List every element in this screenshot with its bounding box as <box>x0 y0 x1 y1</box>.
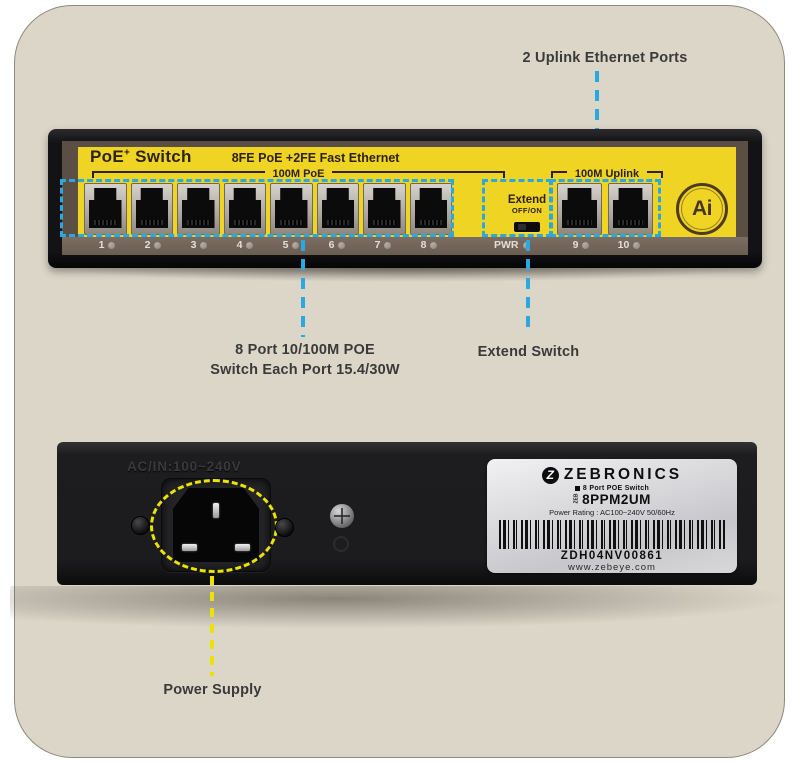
zebronics-logo-icon: Z <box>541 466 559 484</box>
uplink-ports-row <box>557 183 653 235</box>
uplink-port-numbers: 9 10 <box>557 239 653 251</box>
product-row: 8 Port POE Switch <box>487 485 737 492</box>
power-supply-highlight-oval <box>150 479 278 573</box>
extend-highlight-box <box>482 179 552 237</box>
bracket-line <box>332 171 505 179</box>
port-led-icon <box>430 241 438 249</box>
bracket-line <box>92 171 265 179</box>
model-row: ZEB 8PPM2UM <box>487 492 737 507</box>
switch-subtitle: 8FE PoE +2FE Fast Ethernet <box>231 151 400 165</box>
port-led-icon <box>582 241 590 249</box>
poe-ports-row <box>84 183 452 235</box>
port-number: 9 <box>572 239 579 251</box>
front-title-row: PoE+ Switch 8FE PoE +2FE Fast Ethernet <box>90 147 399 167</box>
port-led-icon <box>338 241 346 249</box>
screw-icon <box>131 516 150 535</box>
port-number: 5 <box>282 239 289 251</box>
poe-group-label: 100M PoE <box>272 168 325 180</box>
annotation-line: Switch Each Port 15.4/30W <box>210 362 400 378</box>
port-number: 7 <box>374 239 381 251</box>
port-number-cell: 1 <box>84 239 130 251</box>
annotation-line: 8 Port 10/100M POE <box>235 342 375 358</box>
zeb-mark-icon <box>574 486 580 491</box>
annotation-uplink-ports: 2 Uplink Ethernet Ports <box>522 50 688 66</box>
poe-group-bracket: 100M PoE <box>92 168 505 182</box>
annotation-power-supply: Power Supply <box>163 682 262 698</box>
poe-port-numbers: 1 2 3 4 5 6 7 8 <box>84 239 452 251</box>
barcode <box>499 520 725 549</box>
uplink-group-bracket: 100M Uplink <box>551 168 663 182</box>
ac-rating-marking: AC/IN:100~240V <box>127 459 242 474</box>
annotation-poe-ports: 8 Port 10/100M POE Switch Each Port 15.4… <box>165 340 445 380</box>
screw-icon <box>275 518 294 537</box>
extend-toggle-switch <box>514 222 540 232</box>
rj45-port-8 <box>409 183 452 235</box>
port-number: 8 <box>420 239 427 251</box>
callout-line-power <box>210 576 214 676</box>
model-number: 8PPM2UM <box>582 492 651 507</box>
bracket-line <box>551 171 567 179</box>
port-number-cell: 4 <box>222 239 268 251</box>
uplink-group-label: 100M Uplink <box>574 168 640 180</box>
uplink-ports-highlight-box <box>550 179 661 237</box>
port-number: 4 <box>236 239 243 251</box>
brand-row: Z ZEBRONICS <box>487 466 737 484</box>
callout-line-poe <box>301 240 305 337</box>
rj45-port-1 <box>84 183 127 235</box>
screw-icon <box>330 504 354 528</box>
back-switch-shadow <box>10 586 780 628</box>
port-number: 6 <box>328 239 335 251</box>
front-switch-shadow <box>52 266 758 282</box>
product-name: 8 Port POE Switch <box>582 485 650 492</box>
port-number: 2 <box>144 239 151 251</box>
ai-logo-icon: Ai <box>676 183 728 235</box>
bracket-line <box>647 171 663 179</box>
port-number: 1 <box>98 239 105 251</box>
rj45-port-2 <box>130 183 173 235</box>
poe-ports-highlight-box <box>60 179 454 237</box>
port-number: 10 <box>617 239 630 251</box>
ground-mark-icon <box>333 536 349 552</box>
background-card <box>14 5 785 758</box>
extend-switch-block: Extend OFF/ON <box>497 194 557 232</box>
rj45-port-6 <box>316 183 359 235</box>
extend-onoff-label: OFF/ON <box>511 206 543 215</box>
model-prefix: ZEB <box>573 493 580 503</box>
rj45-port-5 <box>270 183 313 235</box>
switch-title: PoE+ Switch <box>90 147 192 166</box>
rj45-port-7 <box>363 183 406 235</box>
rj45-port-10 <box>608 183 653 235</box>
port-number-cell: 2 <box>130 239 176 251</box>
callout-line-extend <box>526 240 530 335</box>
website-url: www.zebeye.com <box>568 562 656 573</box>
pwr-indicator: PWR <box>494 239 530 251</box>
port-number-cell: 6 <box>314 239 360 251</box>
port-led-icon <box>292 241 300 249</box>
port-number-strip <box>62 237 748 255</box>
rj45-port-9 <box>557 183 602 235</box>
port-led-icon <box>154 241 162 249</box>
spec-label: Z ZEBRONICS 8 Port POE Switch ZEB 8PPM2U… <box>487 459 737 573</box>
extend-label: Extend <box>507 194 547 206</box>
port-number-cell: 10 <box>605 239 653 251</box>
annotation-extend-switch: Extend Switch <box>477 344 580 360</box>
port-number-cell: 7 <box>360 239 406 251</box>
port-led-icon <box>384 241 392 249</box>
pwr-label: PWR <box>494 239 519 251</box>
callout-line-uplink <box>595 71 599 180</box>
power-rating-text: Power Rating : AC100~240V 50/60Hz <box>549 508 675 517</box>
port-led-icon <box>108 241 116 249</box>
port-number: 3 <box>190 239 197 251</box>
port-number-cell: 5 <box>268 239 314 251</box>
port-number-cell: 3 <box>176 239 222 251</box>
brand-name: ZEBRONICS <box>563 466 683 483</box>
port-number-cell: 9 <box>557 239 605 251</box>
port-number-cell: 8 <box>406 239 452 251</box>
serial-number: ZDH04NV00861 <box>560 550 664 562</box>
port-led-icon <box>246 241 254 249</box>
port-led-icon <box>633 241 641 249</box>
port-led-icon <box>200 241 208 249</box>
